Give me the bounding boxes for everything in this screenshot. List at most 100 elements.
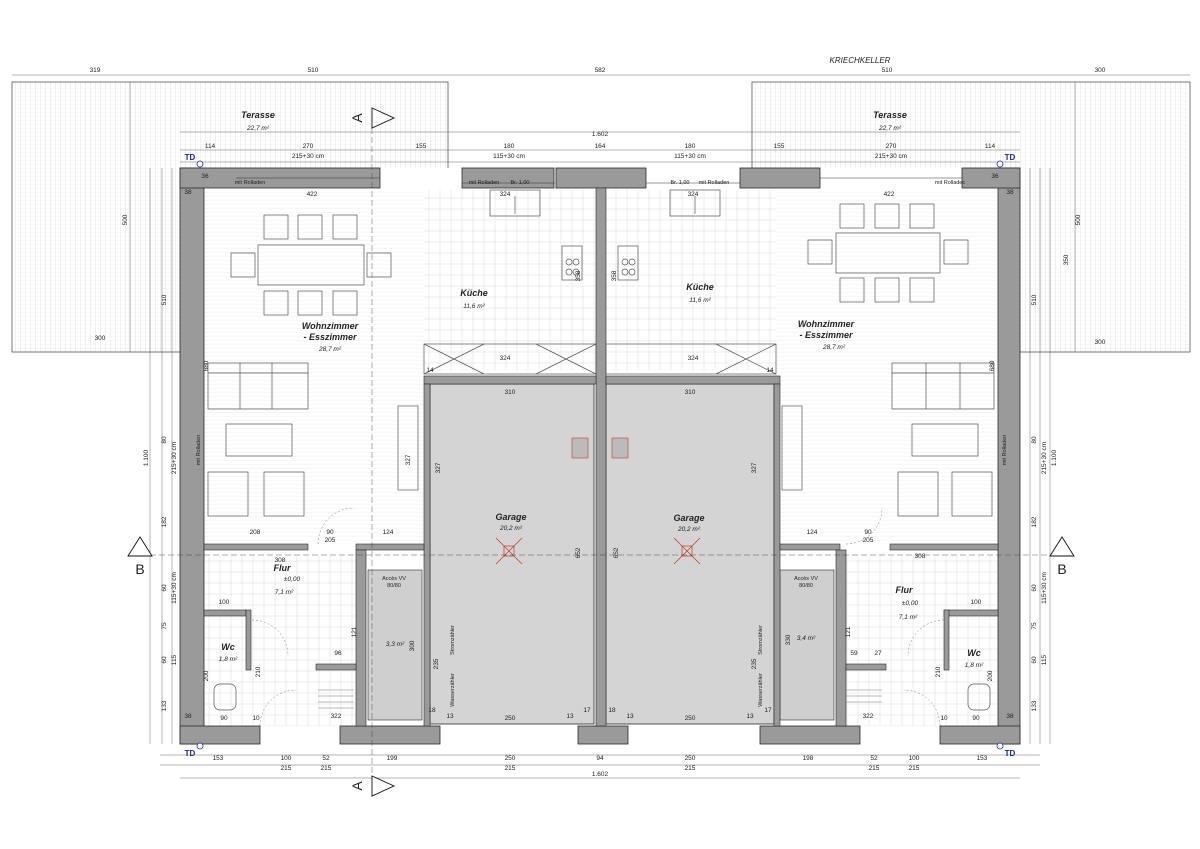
dim-bottom-5: 250 <box>505 755 516 762</box>
dim-left-outer-3: 300 <box>95 335 106 342</box>
toilet-left <box>213 683 237 711</box>
window-lines <box>236 177 962 184</box>
dim-g250-right: 250 <box>685 715 696 722</box>
floor-wohn-left <box>204 190 424 542</box>
dim-d358-left: 358 <box>575 270 582 281</box>
dim-left-60a: 60 <box>161 584 168 592</box>
area-wc-left: 1,8 m² <box>219 656 238 663</box>
dim-right-133: 133 <box>1031 700 1038 711</box>
dim-right-80: 80 <box>1031 436 1038 444</box>
dim-d13-r1: 13 <box>626 713 634 720</box>
dim-d235-r: 235 <box>751 658 758 669</box>
area-storage-left: 3,3 m² <box>386 641 405 648</box>
section-b-right: B <box>1057 561 1066 577</box>
dim-top-row-1: 114 <box>205 143 216 150</box>
dim-g327-left: 327 <box>435 462 442 473</box>
chimney-icons <box>571 437 629 459</box>
dim-d18-right: 18 <box>608 707 616 714</box>
dim-f308-right: 308 <box>915 553 926 560</box>
dim-right-outer-4: 300 <box>1095 339 1106 346</box>
area-kueche-left: 11,6 m² <box>463 303 485 310</box>
dim-d210-r: 210 <box>935 666 942 677</box>
dining-table-right <box>807 203 969 303</box>
room-flur-right: Flur <box>896 585 913 595</box>
sofa-left <box>207 362 419 517</box>
dim-d96-l: 96 <box>334 650 342 657</box>
dim-f308-left: 308 <box>275 557 286 564</box>
dim-d36-right: 36 <box>991 173 999 180</box>
dim-top-win-1: 270 <box>303 143 314 150</box>
area-wohn-left: 28,7 m² <box>318 346 342 353</box>
dim-w124-left: 124 <box>383 529 394 536</box>
dim-right-182: 182 <box>1031 516 1038 527</box>
dim-left-60b: 60 <box>161 656 168 664</box>
note-strom-left: Stromzähler <box>450 625 456 655</box>
room-wohn-left-1: Wohnzimmer <box>302 321 359 331</box>
kitchen-left <box>423 189 597 375</box>
dim-bottom-6: 94 <box>596 755 604 762</box>
dim-bottom-10: 100 <box>909 755 920 762</box>
section-marker-a-top <box>371 107 396 129</box>
kitchen-right <box>605 189 777 375</box>
dim-top-outer-4: 510 <box>882 67 893 74</box>
dim-top-row-5: 114 <box>985 143 996 150</box>
dim-w124-right: 124 <box>807 529 818 536</box>
section-a-bottom: A <box>349 781 365 791</box>
dim-bottom-7: 250 <box>685 755 696 762</box>
floor-flur-left <box>204 556 356 726</box>
td-top-right: TD <box>1005 153 1016 162</box>
room-wc-right: Wc <box>967 648 981 658</box>
dim-w322-left: 322 <box>331 713 342 720</box>
dim-w422-left: 422 <box>307 191 318 198</box>
dim-w90-left: 90 <box>326 529 334 536</box>
dim-top-row-3: 164 <box>595 143 606 150</box>
room-kueche-right: Küche <box>686 282 714 292</box>
dim-bottom2-6: 215 <box>909 765 920 772</box>
dim-d100-fr: 100 <box>971 599 982 606</box>
dim-d17-right: 17 <box>764 707 772 714</box>
party-wall <box>595 187 607 727</box>
dim-left-1100: 1.100 <box>143 449 150 466</box>
dim-k324-top-left: 324 <box>500 191 511 198</box>
dim-g327-right: 327 <box>751 462 758 473</box>
door-swings <box>251 507 945 727</box>
room-wohn-left-2: - Esszimmer <box>303 332 357 342</box>
level-flur-left: ±0,00 <box>284 576 301 583</box>
garage-lamp-right <box>673 537 701 565</box>
room-flur-left: Flur <box>274 563 291 573</box>
dim-g310-left: 310 <box>505 389 516 396</box>
title-label: KRIECHKELLER <box>830 56 891 65</box>
dim-right-1100: 1.100 <box>1051 449 1058 466</box>
area-storage-right: 3,4 m² <box>797 635 816 642</box>
dim-w422-right: 422 <box>884 191 895 198</box>
dim-d200-r: 200 <box>987 670 994 681</box>
stairs-right <box>846 689 882 703</box>
dim-d330-r: 330 <box>785 634 792 645</box>
storage-left <box>367 569 423 721</box>
exterior-walls <box>179 167 1021 745</box>
note-rolladen-tr: mit Rolladec <box>935 180 966 186</box>
note-br-right: Br. 1,00 <box>671 180 690 186</box>
dim-d13-l2: 13 <box>566 713 574 720</box>
section-a-top: A <box>349 113 365 123</box>
dim-d17-left: 17 <box>583 707 591 714</box>
dim-left-outer-1: 500 <box>122 214 129 225</box>
dim-top-outer-3: 582 <box>595 67 606 74</box>
dim-top-1602: 1.602 <box>592 131 609 138</box>
dim-bottom-1602: 1.602 <box>592 771 609 778</box>
dim-left-115b: 115 <box>171 654 178 665</box>
area-flur-right: 7,1 m² <box>899 614 918 621</box>
area-garage-right: 20,2 m² <box>677 526 701 533</box>
stairs-left <box>318 689 354 709</box>
dim-right-115a: 115+30 cm <box>1041 572 1048 604</box>
dim-d322-left: 327 <box>405 454 412 465</box>
dim-top-win-sub-2: 115+30 cm <box>493 153 525 160</box>
dim-right-115b: 115 <box>1041 654 1048 665</box>
dim-d90-wcr: 90 <box>972 715 980 722</box>
room-garage-right: Garage <box>673 513 704 523</box>
dim-g310-right: 310 <box>685 389 696 396</box>
dim-top-win-2: 180 <box>504 143 515 150</box>
dim-d38-tl: 38 <box>184 189 192 196</box>
section-marker-b-right <box>1049 536 1075 557</box>
